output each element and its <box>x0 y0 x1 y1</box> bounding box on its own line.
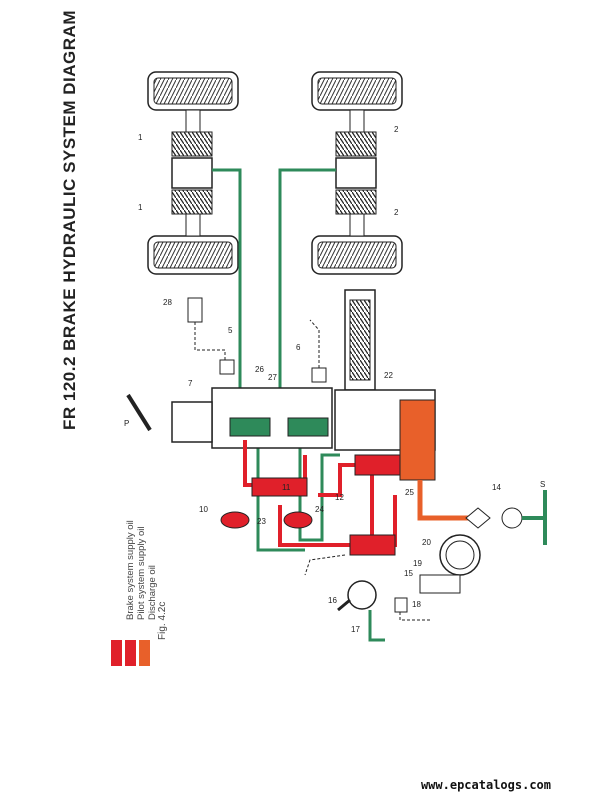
callout-24: 24 <box>315 505 324 514</box>
brake-valves <box>251 454 406 556</box>
callout-2b: 2 <box>394 208 399 217</box>
callout-27: 27 <box>268 373 277 382</box>
sensor-18 <box>394 597 408 613</box>
valve-17 <box>337 580 377 612</box>
legend-swatch-brake <box>111 640 122 666</box>
callout-28: 28 <box>163 298 172 307</box>
callout-10: 10 <box>199 505 208 514</box>
callout-19: 19 <box>413 559 422 568</box>
watermark: www.epcatalogs.com <box>420 778 551 792</box>
callout-18: 18 <box>412 600 421 609</box>
callout-22: 22 <box>384 371 393 380</box>
callout-S: S <box>540 480 545 489</box>
callout-20: 20 <box>422 538 431 547</box>
callout-15: 15 <box>404 569 413 578</box>
accumulator-11 <box>283 511 313 529</box>
main-valve-housing <box>334 289 436 481</box>
gauge-20 <box>439 534 481 576</box>
callout-P: P <box>124 419 129 428</box>
sensor-28 <box>187 297 203 323</box>
callout-14: 14 <box>492 483 501 492</box>
front-axle-brakes <box>171 109 213 237</box>
electrical-lines <box>194 319 430 621</box>
rear-wheel-bottom <box>311 235 403 275</box>
callout-6: 6 <box>296 343 301 352</box>
sensor-5 <box>219 359 235 375</box>
callouts: 1 1 2 2 28 5 6 7 P 26 27 22 10 23 11 24 … <box>124 125 545 634</box>
sensor-6 <box>311 367 327 383</box>
callout-5: 5 <box>228 326 233 335</box>
filter-pump <box>465 490 547 545</box>
rear-axle-brakes <box>335 109 377 237</box>
callout-12: 12 <box>335 493 344 502</box>
callout-23: 23 <box>257 517 266 526</box>
legend-swatch-discharge <box>139 640 150 666</box>
front-wheel-top <box>147 71 239 111</box>
callout-25: 25 <box>405 488 414 497</box>
callout-26: 26 <box>255 365 264 374</box>
control-valve-block <box>126 387 333 449</box>
orange-lines <box>417 480 478 521</box>
rear-wheel-top <box>311 71 403 111</box>
callout-11: 11 <box>282 483 291 492</box>
callout-1a: 1 <box>138 133 143 142</box>
switch-19 <box>419 574 461 594</box>
callout-7: 7 <box>188 379 193 388</box>
legend-swatch-pilot <box>125 640 136 666</box>
front-wheel-bottom <box>147 235 239 275</box>
callout-16: 16 <box>328 596 337 605</box>
callout-1b: 1 <box>138 203 143 212</box>
green-lines <box>212 168 385 642</box>
accumulator-10 <box>220 511 250 529</box>
callout-2a: 2 <box>394 125 399 134</box>
callout-17: 17 <box>351 625 360 634</box>
